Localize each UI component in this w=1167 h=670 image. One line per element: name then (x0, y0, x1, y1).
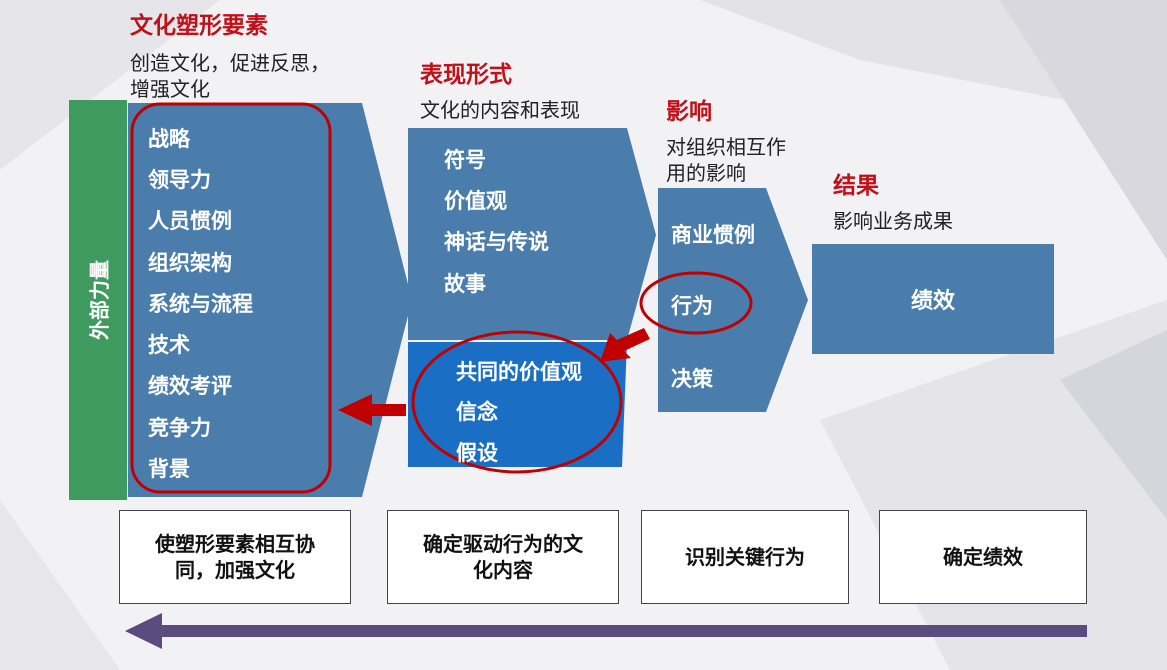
expression-item: 故事 (444, 272, 486, 296)
behavior-highlight-circle (639, 271, 753, 335)
bottom-box-line: 确定绩效 (943, 545, 1023, 569)
shaping-item: 竞争力 (148, 416, 211, 440)
shaping-title: 文化塑形要素 (130, 13, 268, 39)
shaping-subtitle-line: 增强文化 (130, 77, 210, 101)
influence-shape (658, 188, 808, 412)
shaping-shape (128, 103, 412, 497)
core-item: 共同的价值观 (456, 360, 582, 384)
result-subtitle: 影响业务成果 (833, 209, 953, 233)
shaping-item: 组织架构 (148, 251, 232, 275)
shaping-item: 系统与流程 (148, 292, 253, 316)
influence-title: 影响 (666, 99, 712, 125)
core-values-shape (408, 342, 627, 467)
expression-item: 符号 (444, 148, 486, 172)
result-item: 绩效 (910, 289, 955, 314)
core-values-highlight-circle (411, 330, 623, 474)
shaping-item: 人员惯例 (148, 209, 232, 233)
expression-item: 神话与传说 (444, 230, 549, 254)
bottom-box-line: 确定驱动行为的文 (423, 532, 583, 556)
expression-subtitle: 文化的内容和表现 (420, 98, 580, 122)
shaping-item: 领导力 (148, 168, 211, 192)
expression-shape (408, 128, 656, 340)
shaping-item: 绩效考评 (148, 374, 232, 398)
bottom-box-identify-behavior: 识别关键行为 (641, 510, 849, 604)
bottom-box-line: 识别关键行为 (685, 545, 805, 569)
influence-item: 商业惯例 (671, 223, 755, 247)
external-force-bar: 外部力量 (69, 100, 127, 500)
result-title: 结果 (833, 173, 879, 199)
shaping-subtitle-line: 创造文化，促进反思， (130, 51, 330, 75)
core-item: 信念 (456, 400, 498, 424)
shaping-highlight-circle (130, 102, 332, 494)
shaping-subtitle: 创造文化，促进反思， 增强文化 (130, 50, 330, 102)
bottom-box-line: 同，加强文化 (175, 558, 295, 582)
external-force-label: 外部力量 (87, 260, 112, 340)
influence-subtitle: 对组织相互作 用的影响 (666, 134, 786, 186)
expression-item: 价值观 (444, 189, 507, 213)
core-item: 假设 (456, 441, 498, 465)
influence-item: 行为 (671, 294, 713, 318)
feedback-arrow (125, 613, 1087, 649)
shaping-item: 技术 (148, 333, 190, 357)
bottom-box-define-content: 确定驱动行为的文 化内容 (387, 510, 619, 604)
bottom-box-line: 使塑形要素相互协 (155, 532, 315, 556)
behavior-to-core-arrow (600, 328, 650, 362)
bottom-box-line: 化内容 (473, 558, 533, 582)
bottom-box-define-performance: 确定绩效 (879, 510, 1087, 604)
influence-subtitle-line: 用的影响 (666, 161, 746, 185)
expression-title: 表现形式 (420, 62, 512, 88)
result-box: 绩效 (812, 244, 1054, 354)
shaping-item: 背景 (148, 457, 190, 481)
influence-item: 决策 (671, 367, 713, 391)
bottom-box-align-shaping: 使塑形要素相互协 同，加强文化 (119, 510, 351, 604)
influence-subtitle-line: 对组织相互作 (666, 135, 786, 159)
shaping-item: 战略 (148, 127, 190, 151)
core-to-shaping-arrow (338, 394, 406, 426)
